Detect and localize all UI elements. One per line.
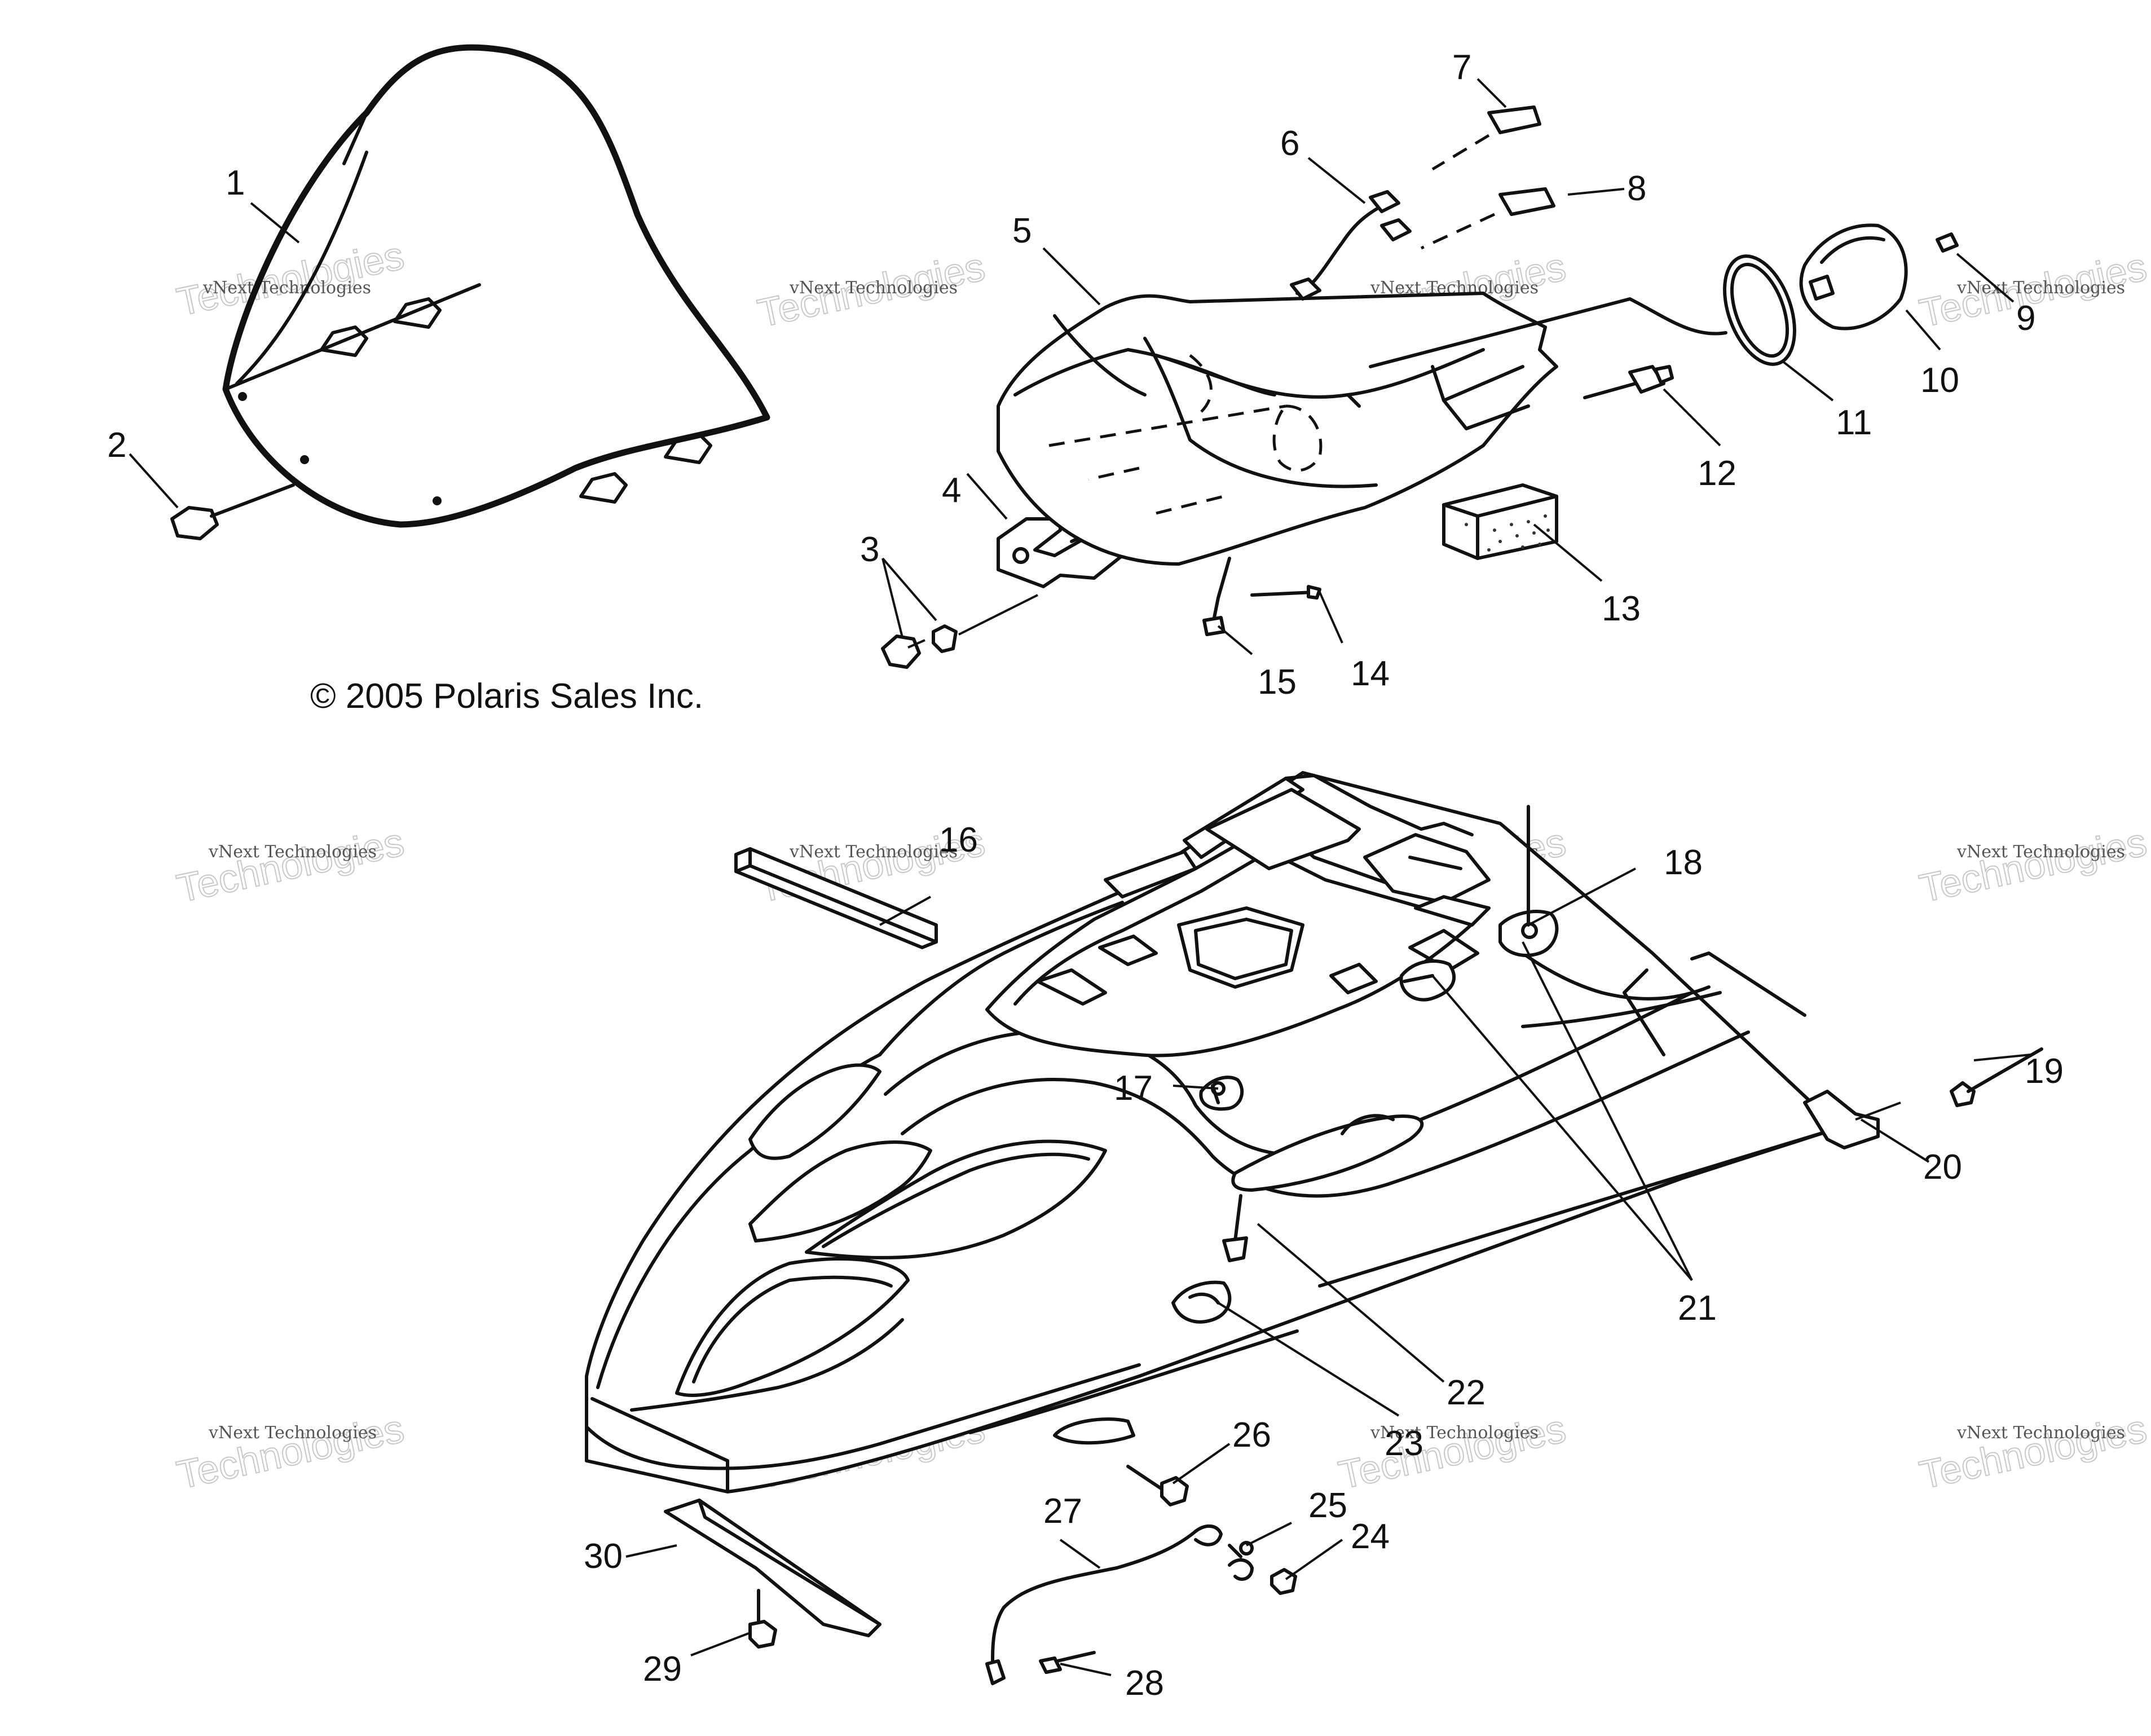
connector-28 bbox=[1039, 1651, 1096, 1674]
watermark-small: vNext Technologies bbox=[208, 1423, 377, 1443]
watermark-big: Technologies bbox=[173, 1406, 408, 1497]
windshield-screw bbox=[170, 483, 295, 540]
callout-8: 8 bbox=[1627, 169, 1646, 208]
windshield bbox=[222, 44, 770, 528]
watermark-small: vNext Technologies bbox=[789, 842, 958, 862]
leader-lines bbox=[129, 78, 2031, 1676]
indicator-lens-8 bbox=[1420, 187, 1555, 250]
callouts: 1 2 3 4 5 6 7 8 9 10 11 12 13 14 15 16 1… bbox=[107, 48, 2064, 1703]
callout-16: 16 bbox=[939, 821, 978, 860]
callout-21: 21 bbox=[1678, 1289, 1717, 1328]
callout-5: 5 bbox=[1012, 212, 1032, 250]
nut-24 bbox=[1270, 1568, 1297, 1595]
watermark-big: Technologies bbox=[173, 819, 408, 910]
skid-plate bbox=[664, 1499, 881, 1637]
watermark-big: Technologies bbox=[1916, 819, 2150, 910]
copyright-notice: © 2005 Polaris Sales Inc. bbox=[310, 677, 703, 716]
skid-plate-screw bbox=[748, 1589, 777, 1649]
instrument-pod bbox=[997, 292, 1558, 566]
rivet bbox=[1222, 1194, 1248, 1262]
light-socket bbox=[1583, 365, 1674, 399]
watermark-small: vNext Technologies bbox=[1370, 1423, 1539, 1443]
watermark-small: vNext Technologies bbox=[202, 278, 371, 298]
gauge-bulb bbox=[1936, 232, 1959, 253]
cable-tie bbox=[1250, 585, 1321, 600]
watermark-small: vNext Technologies bbox=[1956, 278, 2125, 298]
watermark-big: Technologies bbox=[1335, 1406, 1570, 1497]
callout-27: 27 bbox=[1043, 1492, 1082, 1531]
callout-10: 10 bbox=[1920, 361, 1959, 400]
callout-20: 20 bbox=[1923, 1148, 1962, 1187]
callout-6: 6 bbox=[1280, 124, 1299, 163]
callout-17: 17 bbox=[1114, 1069, 1153, 1108]
foam-block bbox=[1442, 483, 1558, 560]
harness-connector bbox=[1202, 557, 1231, 636]
callout-29: 29 bbox=[643, 1650, 682, 1689]
callout-25: 25 bbox=[1308, 1486, 1347, 1525]
callout-1: 1 bbox=[226, 164, 245, 202]
hood-latch-plate bbox=[1803, 1090, 1901, 1149]
watermark-small: vNext Technologies bbox=[789, 278, 958, 298]
screw-26 bbox=[1126, 1465, 1189, 1506]
wire-harness bbox=[1290, 190, 1412, 301]
gauge-bezel bbox=[1369, 254, 1796, 368]
callout-19: 19 bbox=[2025, 1052, 2064, 1091]
callout-12: 12 bbox=[1698, 454, 1736, 493]
callout-24: 24 bbox=[1351, 1517, 1390, 1556]
hood-clip bbox=[1403, 974, 1434, 983]
wire-clip bbox=[1171, 1280, 1232, 1324]
callout-23: 23 bbox=[1385, 1424, 1423, 1463]
callout-4: 4 bbox=[942, 471, 961, 510]
callout-18: 18 bbox=[1664, 843, 1703, 882]
callout-26: 26 bbox=[1232, 1416, 1271, 1455]
gauge bbox=[1799, 223, 1908, 331]
callout-15: 15 bbox=[1258, 663, 1297, 702]
callout-3: 3 bbox=[860, 530, 879, 569]
callout-9: 9 bbox=[2016, 299, 2035, 338]
hood-latch bbox=[1950, 1047, 2043, 1107]
main-hood bbox=[585, 771, 1840, 1493]
tether-cable bbox=[985, 1524, 1223, 1685]
watermark-small: vNext Technologies bbox=[1956, 842, 2125, 862]
watermark-small: vNext Technologies bbox=[1956, 1423, 2125, 1443]
callout-11: 11 bbox=[1836, 403, 1872, 442]
callout-2: 2 bbox=[107, 426, 126, 465]
callout-7: 7 bbox=[1452, 48, 1471, 87]
callout-13: 13 bbox=[1602, 589, 1641, 628]
watermark-big: Technologies bbox=[1916, 1406, 2150, 1497]
watermark-small: vNext Technologies bbox=[208, 842, 377, 862]
callout-28: 28 bbox=[1125, 1664, 1164, 1703]
callout-14: 14 bbox=[1351, 654, 1390, 693]
indicator-lens-7 bbox=[1431, 105, 1541, 171]
callout-22: 22 bbox=[1447, 1373, 1486, 1412]
foam-strip bbox=[734, 847, 938, 949]
washer-25 bbox=[1228, 1541, 1254, 1581]
callout-30: 30 bbox=[584, 1537, 623, 1576]
nut-and-washer bbox=[881, 594, 1038, 669]
